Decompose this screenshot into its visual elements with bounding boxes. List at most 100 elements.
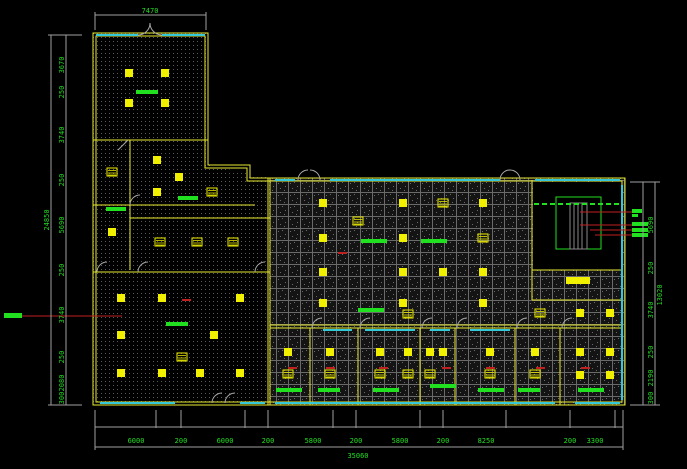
dim-left-segment: 250 [58, 86, 66, 99]
light-square-icon [399, 299, 407, 307]
dim-right-segment: 300 [647, 392, 655, 405]
grille-light-icon [324, 369, 336, 379]
windows [96, 34, 623, 404]
light-square-icon [426, 348, 434, 356]
dim-left-segment: 2080 [58, 375, 66, 392]
linear-light [430, 384, 456, 388]
light-square-icon [158, 369, 166, 377]
grille-light-icon [529, 369, 541, 379]
light-square-icon [606, 371, 614, 379]
light-square-icon [576, 309, 584, 317]
dim-bottom-segment: 3300 [587, 437, 604, 445]
light-square-icon [236, 294, 244, 302]
grille-light-icon [282, 369, 294, 379]
light-square-icon [404, 348, 412, 356]
light-square-icon [117, 294, 125, 302]
grille-light-icon [477, 233, 489, 243]
linear-light [361, 239, 387, 243]
light-square-icon [117, 369, 125, 377]
light-square-icon [606, 309, 614, 317]
light-square-icon [399, 199, 407, 207]
dim-bottom-total: 35060 [347, 452, 368, 460]
grille-light-icon [437, 198, 449, 208]
grille-light-icon [227, 237, 239, 247]
light-square-icon [399, 268, 407, 276]
light-square-icon [196, 369, 204, 377]
dimension-lines [48, 12, 660, 450]
dim-left-segment: 300 [58, 392, 66, 405]
grille-light-icon [484, 369, 496, 379]
light-square-icon [576, 348, 584, 356]
light-square-icon [479, 199, 487, 207]
light-square-icon [399, 234, 407, 242]
grille-light-icon [352, 216, 364, 226]
doors [96, 22, 573, 404]
light-square-icon [479, 299, 487, 307]
light-square-icon [117, 331, 125, 339]
light-square-icon [175, 173, 183, 181]
grille-light-icon [176, 352, 188, 362]
grille-light-icon [106, 167, 118, 177]
linear-light [276, 388, 302, 392]
light-square-icon [319, 299, 327, 307]
floor-hatching [93, 33, 625, 405]
dim-left-segment: 250 [58, 264, 66, 277]
light-square-icon [236, 369, 244, 377]
linear-light [421, 239, 447, 243]
light-square-icon [319, 268, 327, 276]
dim-left-segment: 250 [58, 174, 66, 187]
light-square-icon [576, 371, 584, 379]
dim-bottom-segment: 5800 [392, 437, 409, 445]
grille-light-icon [534, 308, 546, 318]
dim-left-segment: 3670 [58, 57, 66, 74]
light-square-icon [125, 99, 133, 107]
light-square-icon [606, 348, 614, 356]
light-square-icon [326, 348, 334, 356]
dim-right-segment: 250 [647, 346, 655, 359]
linear-light [358, 308, 384, 312]
light-square-icon [161, 99, 169, 107]
dim-left-segment: 3740 [58, 307, 66, 324]
linear-light [578, 388, 604, 392]
dim-bottom-segment: 6000 [128, 437, 145, 445]
grille-light-icon [154, 237, 166, 247]
light-square-icon [158, 294, 166, 302]
dim-left-segment: 250 [58, 351, 66, 364]
linear-light [166, 322, 188, 326]
dim-left-segment: 5690 [58, 217, 66, 234]
grille-light-icon [402, 369, 414, 379]
dim-bottom-segment: 200 [262, 437, 275, 445]
dim-bottom-segment: 200 [564, 437, 577, 445]
linear-light [106, 207, 126, 211]
dim-bottom-segment: 5800 [305, 437, 322, 445]
light-square-icon [439, 348, 447, 356]
tag-left [4, 313, 22, 318]
grille-light-icon [374, 369, 386, 379]
dim-bottom-segment: 200 [437, 437, 450, 445]
dim-right-segment: 2190 [647, 370, 655, 387]
light-square-icon [210, 331, 218, 339]
light-square-icon [531, 348, 539, 356]
dim-top: 7470 [142, 7, 159, 15]
linear-lights [106, 90, 604, 392]
grille-light-icon [206, 187, 218, 197]
light-square-icon [319, 199, 327, 207]
dim-right-segment: 5690 [647, 217, 655, 234]
linear-light [136, 90, 158, 94]
dim-bottom-segment: 8250 [478, 437, 495, 445]
light-square-icon [153, 156, 161, 164]
dim-right-segment: 3740 [647, 302, 655, 319]
linear-light [373, 388, 399, 392]
light-square-icon [108, 228, 116, 236]
dim-bottom-segment: 200 [350, 437, 363, 445]
walls [92, 32, 626, 406]
grille-light-icon [191, 237, 203, 247]
linear-light [518, 388, 540, 392]
dim-right-segment: 250 [647, 262, 655, 275]
grille-light-icon [424, 369, 436, 379]
dim-right: 5690 250 3740 250 2190 300 [647, 217, 655, 405]
light-square-icon [284, 348, 292, 356]
